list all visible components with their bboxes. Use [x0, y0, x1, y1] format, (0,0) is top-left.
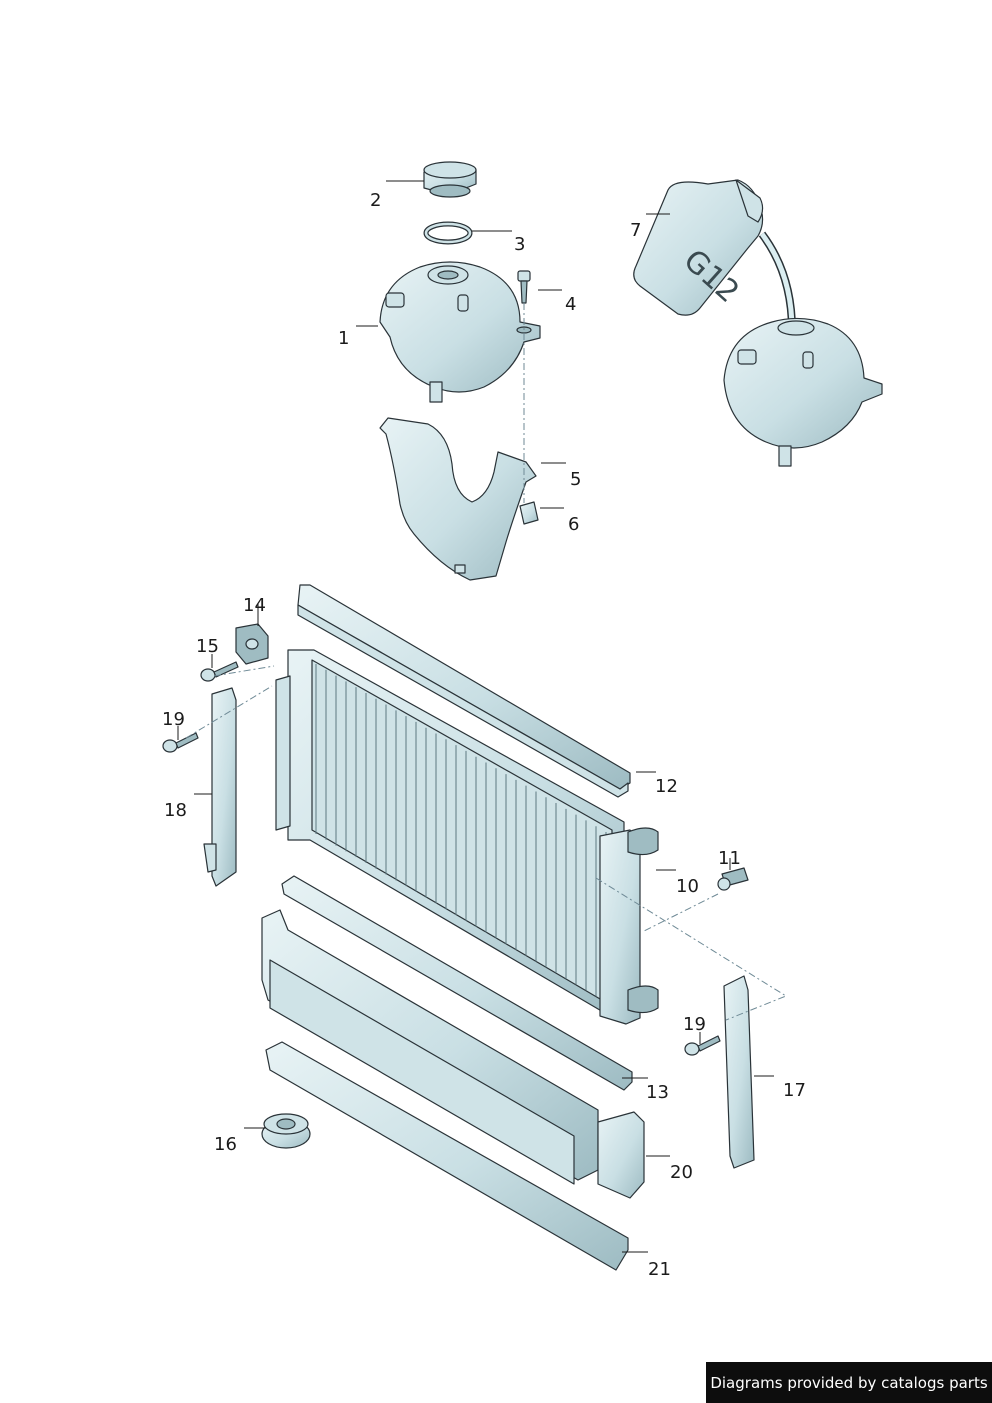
callout-14: 14	[243, 595, 266, 616]
callout-17: 17	[783, 1080, 806, 1101]
callout-18: 18	[164, 800, 187, 821]
callout-19-right: 19	[683, 1014, 706, 1035]
leader-lines	[177, 180, 774, 1253]
callout-6: 6	[568, 514, 579, 535]
callout-12: 12	[655, 776, 678, 797]
temperature-sensor	[717, 867, 749, 891]
left-air-guide	[203, 687, 237, 887]
radiator	[275, 649, 659, 1025]
clip-nut	[519, 501, 539, 525]
callout-15: 15	[196, 636, 219, 657]
callout-labels: 2 3 4 1 7 5 6 14 15 19 12 18 11 10 19 13…	[162, 190, 806, 1280]
callout-19-left: 19	[162, 709, 185, 730]
upper-air-guide	[297, 584, 631, 798]
right-air-guide	[723, 975, 755, 1169]
callout-21: 21	[648, 1259, 671, 1280]
callout-2: 2	[370, 190, 381, 211]
lower-air-guide	[281, 875, 633, 1091]
screw-19-right	[684, 1035, 721, 1056]
expansion-tank-filled	[723, 317, 883, 467]
screw-15	[200, 661, 239, 682]
callout-5: 5	[570, 469, 581, 490]
callout-11: 11	[718, 848, 741, 869]
bolt	[517, 270, 531, 304]
callout-16: 16	[214, 1134, 237, 1155]
reservoir-cap	[423, 161, 477, 198]
callout-4: 4	[565, 294, 576, 315]
o-ring	[423, 221, 473, 245]
bottom-air-guide	[265, 1041, 629, 1271]
callout-20: 20	[670, 1162, 693, 1183]
charge-air-cooler	[261, 909, 645, 1199]
callout-3: 3	[514, 234, 525, 255]
callout-10: 10	[676, 876, 699, 897]
callout-13: 13	[646, 1082, 669, 1103]
screw-19-left	[162, 732, 199, 753]
callout-7: 7	[630, 220, 641, 241]
assembly-lines	[185, 303, 788, 1021]
rubber-mount	[235, 623, 269, 665]
radiator-fins	[315, 664, 607, 1002]
coolant-jug: G12	[633, 179, 764, 316]
expansion-tank	[379, 261, 541, 403]
callout-1: 1	[338, 328, 349, 349]
tank-bracket	[379, 417, 537, 581]
footer-credit: Diagrams provided by catalogs parts	[706, 1362, 992, 1403]
grommet	[261, 1113, 311, 1149]
